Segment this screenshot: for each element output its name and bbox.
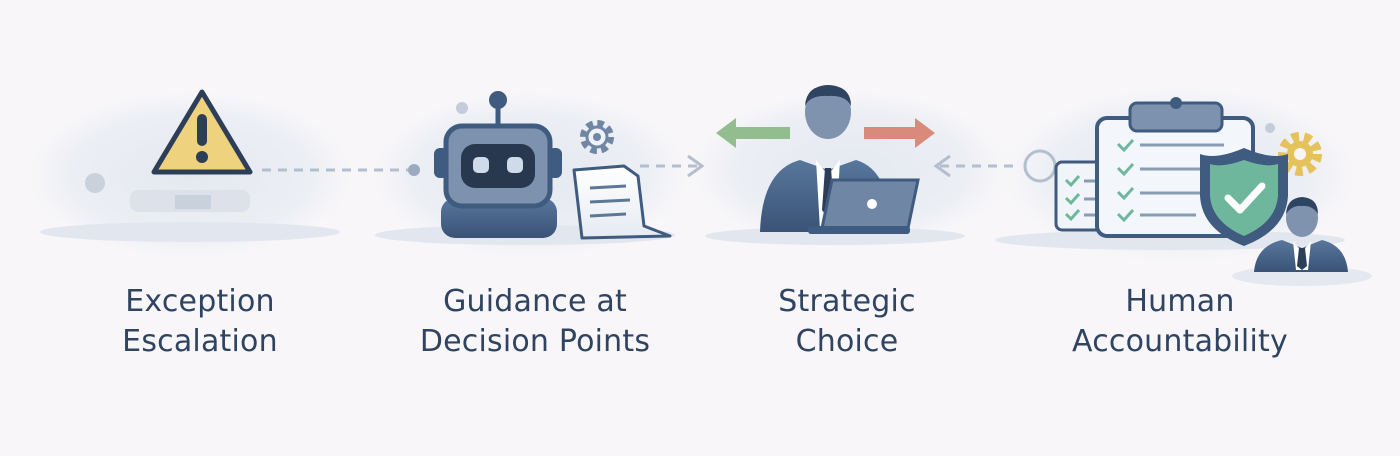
document-icon [572, 164, 672, 240]
robot-icon [434, 91, 562, 238]
step-label-strategic-choice: Strategic Choice [697, 282, 997, 362]
step-label-line1: Exception [125, 284, 275, 319]
step-label-line2: Escalation [122, 324, 278, 359]
warning-icon [85, 89, 253, 212]
connector-dashed-arrow-2 [640, 154, 705, 178]
businessman-avatar-icon [1232, 197, 1372, 286]
arrow-left-green [716, 118, 790, 148]
step-label-line1: Human [1125, 284, 1235, 319]
step-label-guidance-at-decision-points: Guidance at Decision Points [385, 282, 685, 362]
step-label-line1: Strategic [778, 284, 916, 319]
step-label-line2: Accountability [1072, 324, 1288, 359]
businessman-laptop-icon [760, 85, 920, 234]
step-label-line2: Choice [795, 324, 899, 359]
gold-gear-icon [1265, 123, 1322, 176]
step-label-human-accountability: Human Accountability [1030, 282, 1330, 362]
connector-dashed-arrow-1 [262, 164, 420, 176]
arrow-right-red [864, 118, 935, 148]
step-label-line2: Decision Points [419, 324, 651, 359]
step-label-line1: Guidance at [443, 284, 627, 319]
shield-check-icon [1200, 148, 1288, 246]
gear-icon [580, 120, 614, 154]
step-label-exception-escalation: Exception Escalation [50, 282, 350, 362]
